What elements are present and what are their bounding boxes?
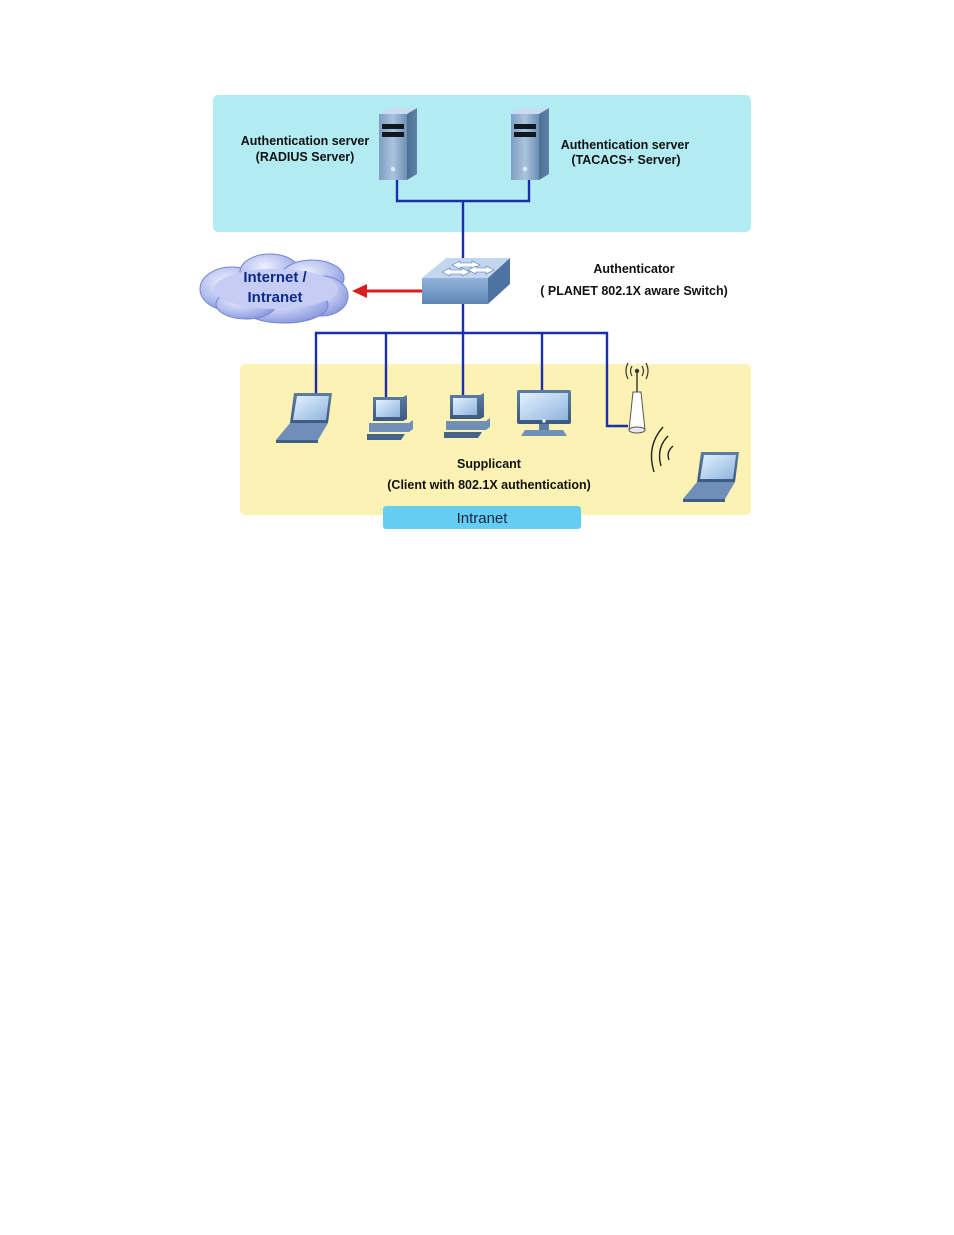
cloud-label-line1: Internet /: [243, 269, 307, 286]
server-tower-icon: [379, 108, 417, 180]
supplicant-label-line1: Supplicant: [457, 457, 522, 471]
authenticator-label-line1: Authenticator: [593, 262, 674, 276]
intranet-zone-label: Intranet: [457, 510, 509, 527]
authenticator-label-line2: ( PLANET 802.1X aware Switch): [540, 284, 728, 298]
network-switch-icon: [422, 258, 510, 304]
supplicant-label-line2: (Client with 802.1X authentication): [387, 478, 591, 492]
radius-server-label-line1: Authentication server: [241, 134, 370, 148]
radius-server-label-line2: (RADIUS Server): [256, 150, 355, 164]
server-tower-icon: [511, 108, 549, 180]
tacacs-server-label-line1: Authentication server: [561, 138, 690, 152]
cloud-label-line2: Intranet: [247, 289, 302, 306]
tacacs-server-label-line2: (TACACS+ Server): [571, 153, 680, 167]
uplink-arrow: [352, 284, 423, 298]
